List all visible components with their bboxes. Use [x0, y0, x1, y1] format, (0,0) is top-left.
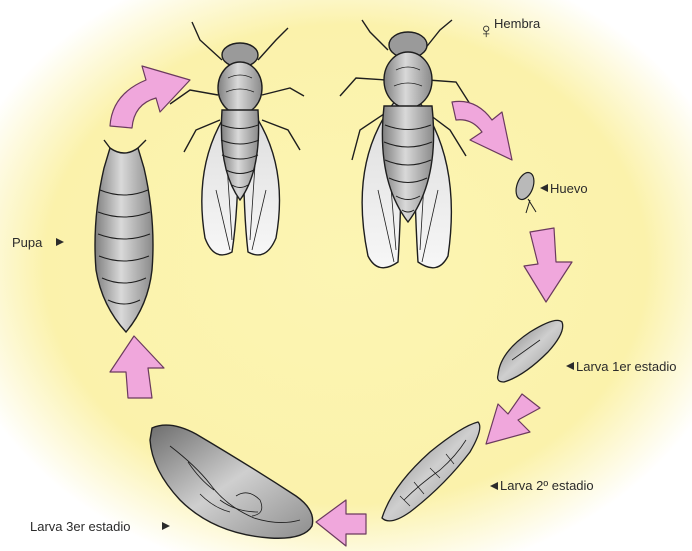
label-larva2: Larva 2º estadio — [500, 478, 594, 493]
label-larva1: Larva 1er estadio — [576, 359, 676, 374]
label-female: Hembra — [494, 16, 541, 31]
label-pupa: Pupa — [12, 235, 43, 250]
female-symbol: ♀ — [478, 18, 495, 43]
label-egg: Huevo — [550, 181, 588, 196]
label-larva3: Larva 3er estadio — [30, 519, 130, 534]
